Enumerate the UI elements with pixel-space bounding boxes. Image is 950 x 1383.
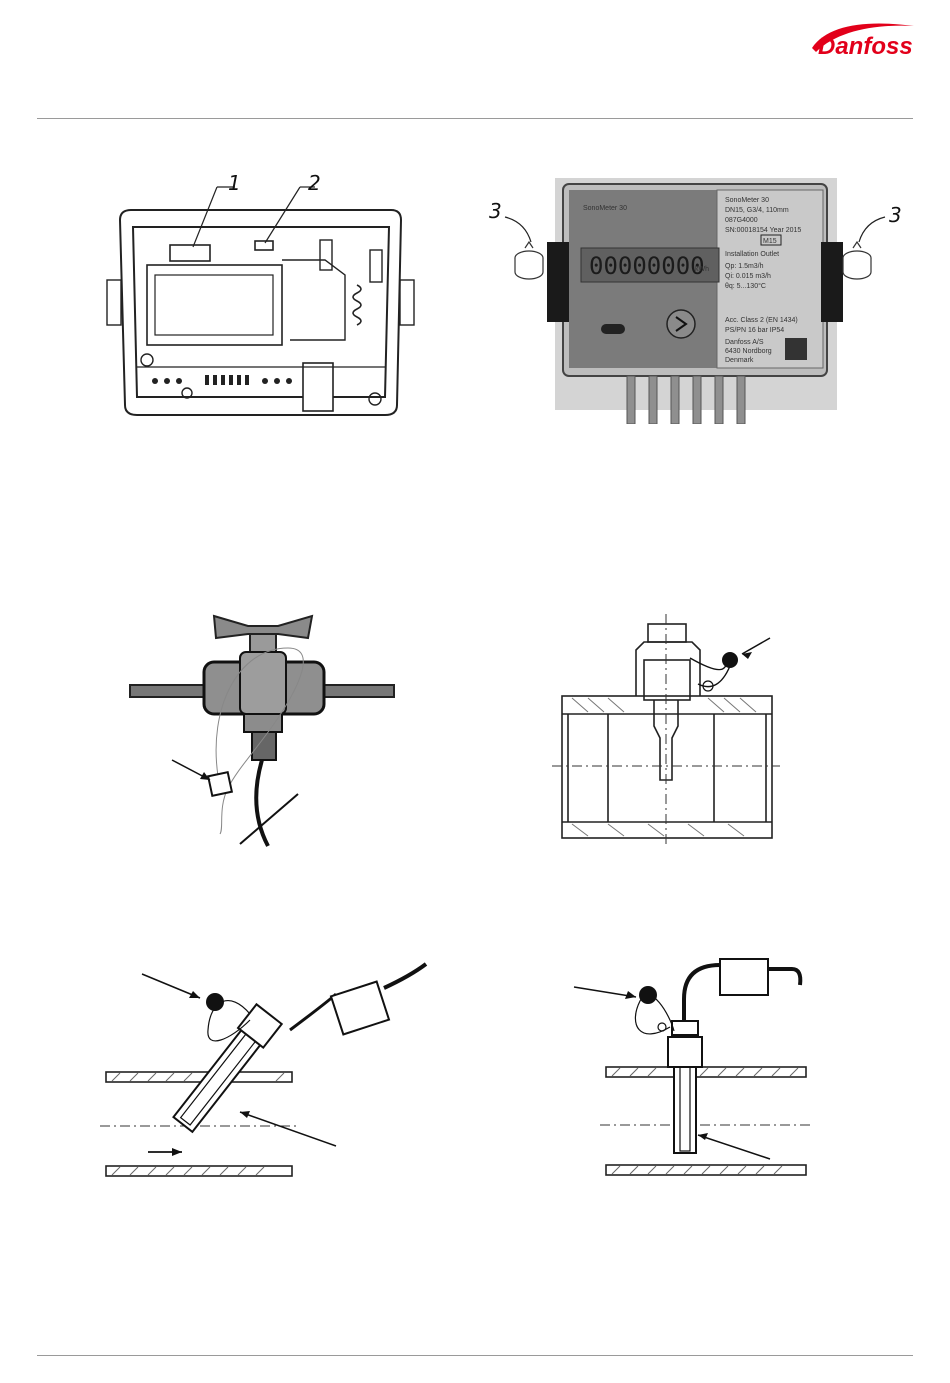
label-line-8: θq: 5...130°C: [725, 282, 766, 290]
header-rule: [37, 118, 913, 119]
callout-1: 1: [228, 171, 241, 195]
label-line-1: SonoMeter 30: [725, 197, 769, 204]
perpendicular-sensor-figure: [570, 955, 832, 1181]
ball-valve-figure: [128, 608, 396, 850]
label-line-7: Qi: 0.015 m3/h: [725, 273, 771, 280]
label-line-6: Qp: 1.5m3/h: [725, 263, 764, 270]
meter-model-text: SonoMeter 30: [583, 205, 627, 212]
callout-3-left: 3: [489, 199, 502, 223]
seal-icon: [639, 986, 657, 1004]
brand-wordmark: Danfoss: [818, 33, 913, 60]
seal-icon: [722, 652, 738, 668]
meter-front-figure: SonoMeter 30 00000000 kWh SonoMeter 30 D…: [485, 172, 915, 424]
label-line-9: Acc. Class 2 (EN 1434): [725, 317, 798, 324]
push-button-icon: [667, 310, 695, 338]
qr-code-icon: [785, 338, 807, 360]
label-line-12: 6430 Nordborg: [725, 348, 772, 355]
mark-year: M15: [763, 238, 777, 245]
lcd-unit: kWh: [695, 266, 709, 273]
label-line-4: SN:00018154 Year 2015: [725, 227, 801, 234]
label-line-10: PS/PN 16 bar IP54: [725, 327, 784, 334]
label-line-13: Denmark: [725, 357, 754, 364]
label-line-11: Danfoss A/S: [725, 339, 764, 346]
seal-icon: [208, 772, 232, 796]
label-line-5: Installation Outlet: [725, 251, 779, 258]
label-line-2: DN15, G3/4, 110mm: [725, 207, 789, 214]
seal-icon: [206, 993, 224, 1011]
seal-right-icon: [843, 242, 871, 279]
callout-2: 2: [308, 171, 321, 195]
danfoss-logo: Danfoss: [808, 18, 918, 62]
footer-rule: [37, 1355, 913, 1356]
angled-sensor-figure: [100, 960, 430, 1182]
pocket-fitting-figure: [548, 614, 784, 854]
seal-left-icon: [515, 242, 543, 279]
callout-3-right: 3: [889, 203, 902, 227]
label-line-3: 087G4000: [725, 217, 758, 224]
lcd-digits: 00000000: [589, 252, 705, 280]
meter-open-figure: 1 2: [95, 165, 425, 435]
